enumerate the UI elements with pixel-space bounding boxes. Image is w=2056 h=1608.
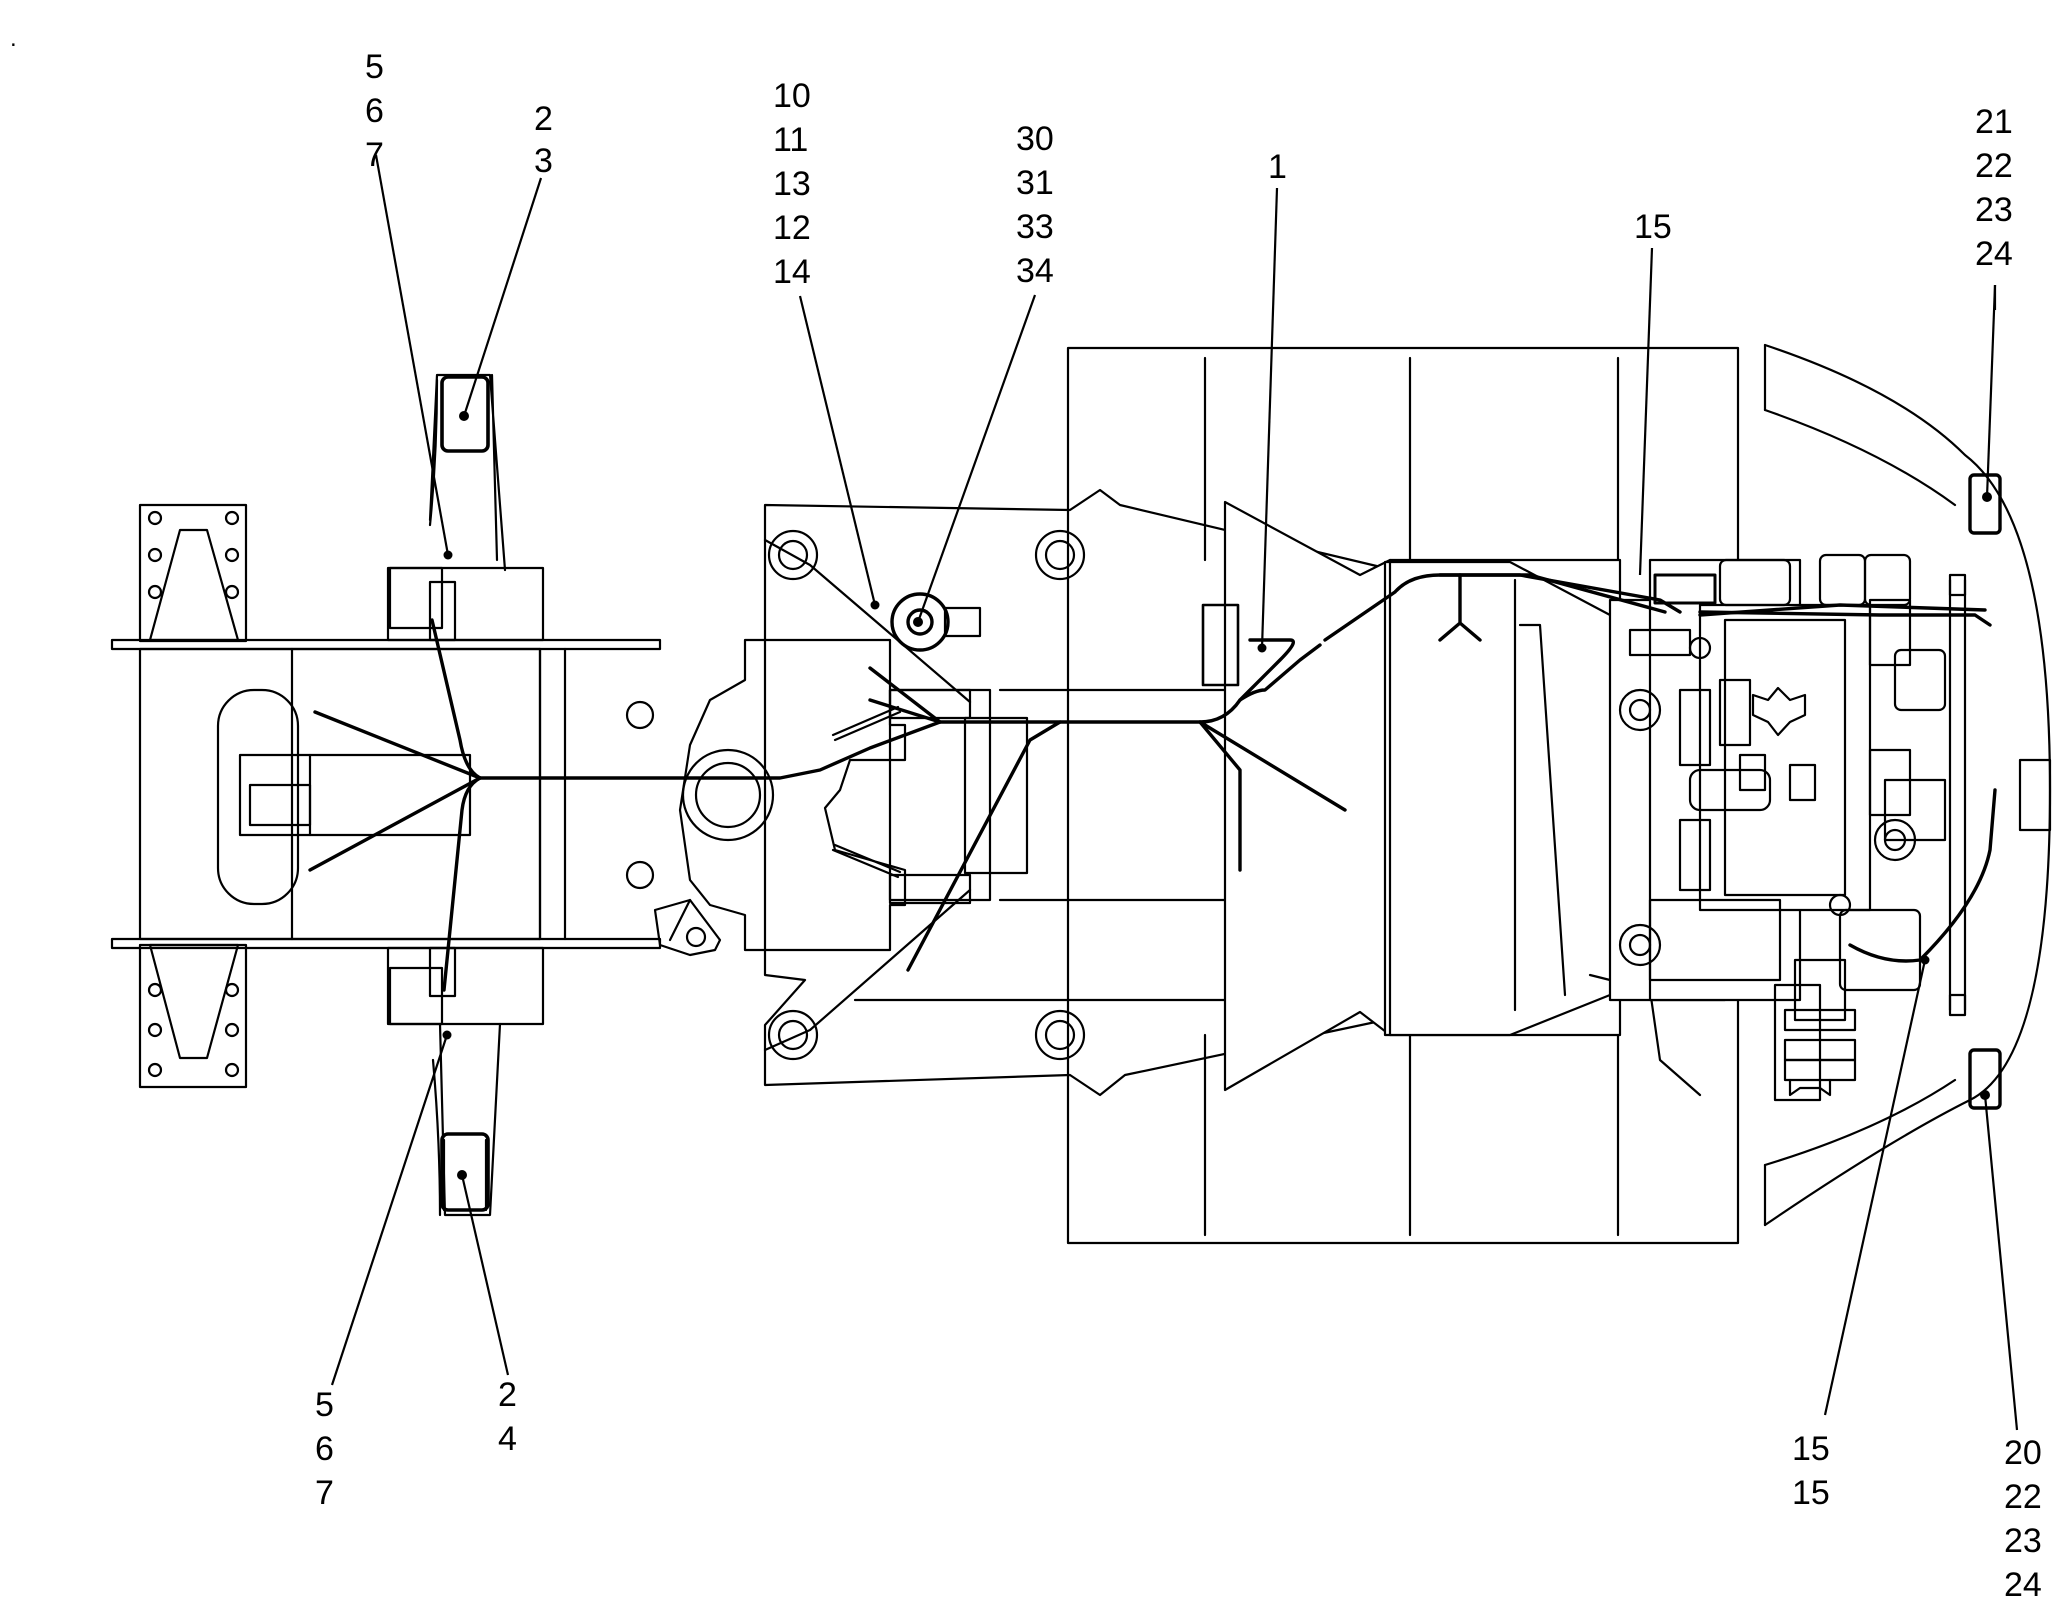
callout-30: 30 [1016, 120, 1054, 158]
front-axle-assembly [110, 373, 662, 1217]
corner-mark: . [10, 25, 17, 52]
callout-6-top: 6 [365, 92, 384, 130]
callout-22-top: 22 [1975, 147, 2013, 185]
callout-21: 21 [1975, 103, 2013, 141]
callout-15-bottom-a: 15 [1792, 1430, 1830, 1468]
callout-4-bottom: 4 [498, 1420, 517, 1458]
callout-22-bottom: 22 [2004, 1478, 2042, 1516]
callout-14: 14 [773, 253, 811, 291]
callout-15-top: 15 [1634, 208, 1672, 246]
wiring-harness [308, 573, 1997, 992]
callout-5-top: 5 [365, 48, 384, 86]
callout-20: 20 [2004, 1434, 2042, 1472]
callout-labels: 5 6 7 2 3 10 11 13 12 14 30 31 33 34 1 1… [315, 48, 2042, 1604]
callout-1: 1 [1268, 148, 1287, 186]
rear-body-engine [1066, 343, 2052, 1245]
callout-6-bottom: 6 [315, 1430, 334, 1468]
callout-7-bottom: 7 [315, 1474, 334, 1512]
callout-24-top: 24 [1975, 235, 2013, 273]
callout-2-top: 2 [534, 100, 553, 138]
callout-12: 12 [773, 209, 811, 247]
callout-33: 33 [1016, 208, 1054, 246]
callout-10: 10 [773, 77, 811, 115]
callout-leaders [330, 154, 2019, 1431]
callout-5-bottom: 5 [315, 1386, 334, 1424]
callout-15-bottom-b: 15 [1792, 1474, 1830, 1512]
callout-11: 11 [773, 121, 808, 159]
callout-24-bottom: 24 [2004, 1566, 2042, 1604]
callout-23-top: 23 [1975, 191, 2013, 229]
callout-34: 34 [1016, 252, 1054, 290]
callout-13: 13 [773, 165, 811, 203]
callout-31: 31 [1016, 164, 1054, 202]
callout-23-bottom: 23 [2004, 1522, 2042, 1560]
callout-7-top: 7 [365, 136, 384, 174]
callout-3-top: 3 [534, 142, 553, 180]
callout-2-bottom: 2 [498, 1376, 517, 1414]
